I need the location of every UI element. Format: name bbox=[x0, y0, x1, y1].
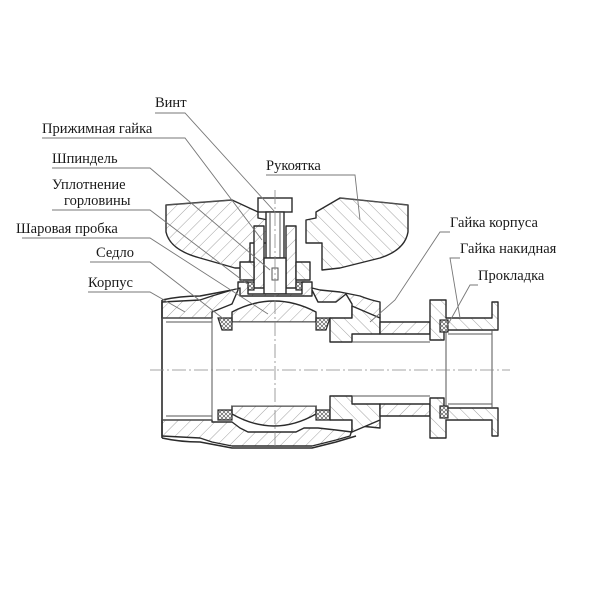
leader-lines bbox=[22, 112, 478, 329]
handle bbox=[165, 197, 409, 271]
label-neck-seal-line1: Уплотнение bbox=[52, 177, 126, 193]
label-union-nut: Гайка накидная bbox=[460, 241, 557, 257]
body-nut bbox=[329, 305, 381, 433]
label-packing-nut: Прижимная гайка bbox=[42, 121, 153, 137]
label-neck-seal-line2: горловины bbox=[64, 193, 131, 209]
label-body: Корпус bbox=[88, 275, 133, 291]
seats bbox=[217, 317, 331, 421]
tailpiece bbox=[379, 321, 431, 417]
label-screw: Винт bbox=[155, 95, 187, 111]
stem bbox=[253, 225, 297, 295]
label-body-nut: Гайка корпуса bbox=[450, 215, 539, 231]
packing-nut bbox=[239, 261, 311, 281]
label-handle: Рукоятка bbox=[266, 158, 321, 174]
ball-plug bbox=[231, 300, 317, 427]
valve-body bbox=[161, 281, 381, 449]
label-stem: Шпиндель bbox=[52, 151, 118, 167]
label-seat: Седло bbox=[96, 245, 134, 261]
gasket bbox=[439, 319, 449, 419]
label-gasket: Прокладка bbox=[478, 268, 545, 284]
label-ball: Шаровая пробка bbox=[16, 221, 118, 237]
thread-lines bbox=[166, 321, 492, 417]
